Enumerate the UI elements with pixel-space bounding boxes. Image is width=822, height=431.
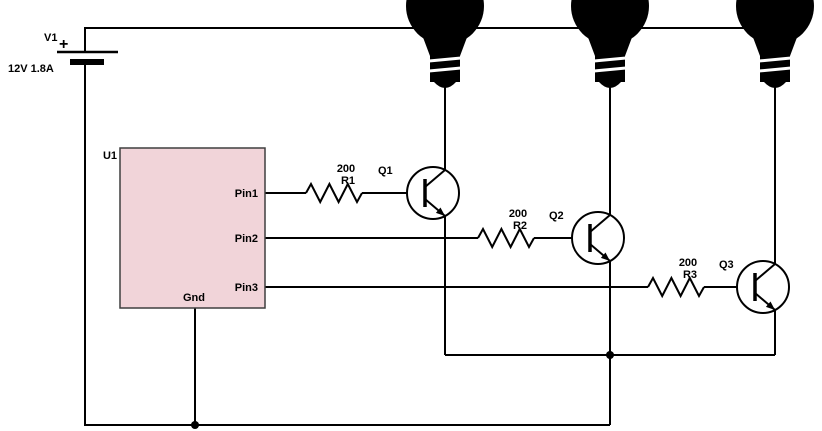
transistor-q2 [571,211,625,265]
r1-ref-label: R1 [341,175,355,187]
ic-u1: U1 Pin1 Pin2 Pin3 Gnd [103,147,266,309]
bulb-thread-line [428,66,462,73]
r2-ref-label: R2 [513,220,527,232]
q2-ref-label: Q2 [549,210,564,222]
bulb-tip [434,82,456,88]
wire-top-rail [84,27,775,52]
r1-value-label: 200 [337,163,355,175]
q1-ref-label: Q1 [378,165,393,177]
resistor-r3 [647,275,705,299]
resistors: 200 R1 200 R2 200 R3 [305,163,705,299]
battery-polarity-label: + [59,36,68,53]
lamp-1 [406,0,484,88]
battery-rating-label: 12V 1.8A [8,63,54,75]
transistor-collector [424,169,446,188]
pin2-label: Pin2 [235,233,258,245]
bulb-tip [764,82,786,88]
bulb-neck [751,32,799,56]
bulb-screw-base [430,52,460,82]
resistor-r2 [477,226,535,250]
r2-value-label: 200 [509,208,527,220]
r3-ref-label: R3 [683,269,697,281]
transistor-body [406,166,460,220]
bulb-thread-line [758,66,792,73]
transistor-body [571,211,625,265]
lamp-3 [736,0,814,88]
transistor-q3 [736,260,790,314]
emitter-arrow-icon [435,207,445,216]
resistor-r1 [305,181,363,205]
battery-ref-label: V1 [44,32,57,44]
transistor-body [736,260,790,314]
bulb-neck [586,32,634,56]
transistor-q1 [406,166,460,220]
battery-v1: V1 + 12V 1.8A [8,32,118,75]
bulb-screw-base [595,52,625,82]
bulb-thread-line [593,56,627,63]
bulb-thread-line [758,56,792,63]
transistor-collector [754,263,776,282]
junction-dot [191,421,199,429]
pin1-label: Pin1 [235,188,258,200]
r3-value-label: 200 [679,257,697,269]
gnd-label: Gnd [183,292,205,304]
emitter-arrow-icon [765,301,775,310]
bulb-screw-base [760,52,790,82]
q3-ref-label: Q3 [719,259,734,271]
ic-ref-label: U1 [103,150,117,162]
bulb-tip [599,82,621,88]
bulb-thread-line [428,56,462,63]
pin3-label: Pin3 [235,282,258,294]
lamp-2 [571,0,649,88]
junction-dot [606,351,614,359]
bulb-neck [421,32,469,56]
ic-body [119,147,266,309]
emitter-arrow-icon [600,252,610,261]
transistor-collector [589,214,611,233]
bulb-thread-line [593,66,627,73]
